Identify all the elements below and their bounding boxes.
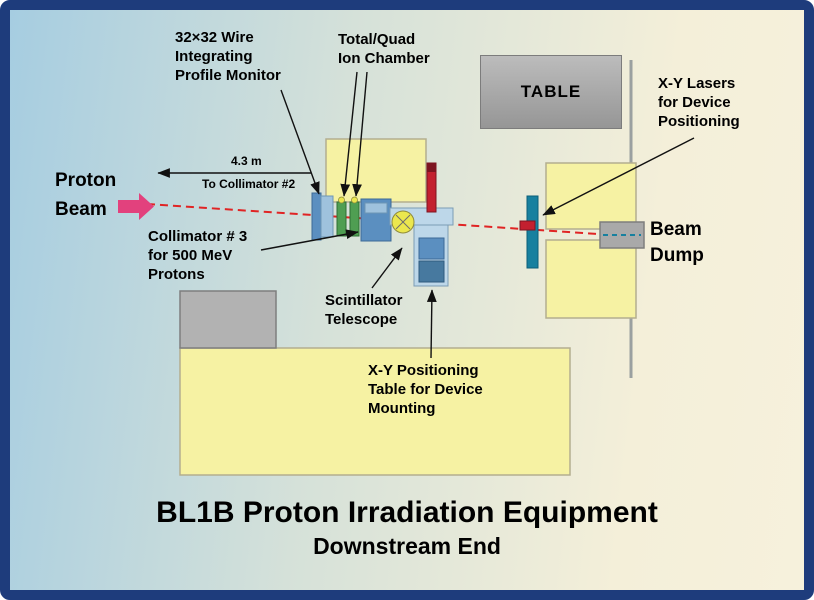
profile-monitor-label: 32×32 Wire Integrating Profile Monitor xyxy=(175,29,281,84)
xy-lasers-label: X-Y Lasers for Device Positioning xyxy=(658,75,740,130)
mount-cross-line-2 xyxy=(395,214,411,230)
xy-laser-bar xyxy=(526,195,539,269)
profile-monitor-face xyxy=(320,195,334,238)
proton-beam-label: Proton Beam xyxy=(55,170,117,220)
ion-chamber-2-top xyxy=(351,196,358,204)
ion-chamber-1-top xyxy=(338,196,345,204)
telescope-box-lower xyxy=(418,260,445,283)
telescope-box-upper xyxy=(418,237,445,260)
distance-label: 4.3 m xyxy=(231,154,262,168)
collimator3-top xyxy=(364,202,388,214)
collimator3-label: Collimator # 3 for 500 MeV Protons xyxy=(148,228,248,283)
laser-beam-mark xyxy=(519,220,536,231)
profile-monitor-body xyxy=(311,192,322,241)
ion-chamber-label: Total/Quad Ion Chamber xyxy=(338,31,430,67)
arrow-xy-table xyxy=(426,289,437,359)
diagram-title: BL1B Proton Irradiation Equipment xyxy=(156,496,658,529)
yellow-block-top xyxy=(325,138,427,203)
ion-chamber-1 xyxy=(336,201,347,237)
arrow-collimator3 xyxy=(260,229,359,251)
arrow-profile-monitor xyxy=(280,89,320,195)
yellow-block-right-lower xyxy=(545,239,637,319)
diagram-canvas xyxy=(118,60,695,476)
xy-table-label: X-Y Positioning Table for Device Mountin… xyxy=(368,362,483,417)
table-box: TABLE xyxy=(480,55,622,129)
diagram-subtitle: Downstream End xyxy=(313,533,501,559)
arrow-scintillator xyxy=(371,247,403,289)
positioning-table-block xyxy=(179,347,571,476)
ion-chamber-2 xyxy=(349,201,360,237)
arrow-ion-chamber-1 xyxy=(340,71,358,197)
red-post-cap xyxy=(427,163,436,172)
yellow-block-right-upper xyxy=(545,162,637,230)
to-collimator-label: To Collimator #2 xyxy=(202,177,296,191)
gray-support-box xyxy=(179,290,277,349)
scintillator-label: Scintillator Telescope xyxy=(325,292,403,328)
proton-beam-arrow-icon xyxy=(118,193,154,220)
arrow-ion-chamber-2 xyxy=(352,71,368,197)
table-label: TABLE xyxy=(520,82,582,101)
beam-dump-label: Beam Dump xyxy=(650,219,704,266)
arrow-xy-lasers xyxy=(542,137,695,216)
